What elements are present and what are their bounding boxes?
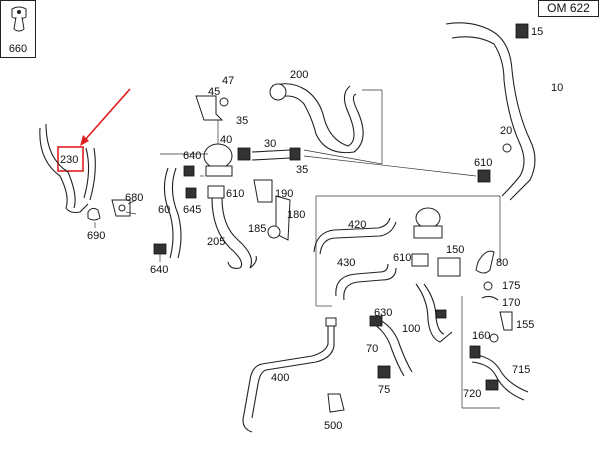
clip-20 [502, 143, 512, 153]
label-150: 150 [446, 244, 464, 256]
sensor-190 [253, 179, 273, 203]
valve-150 [437, 257, 461, 277]
hose-715 [469, 353, 529, 401]
clamp-640a [153, 243, 167, 255]
hose-30 [251, 149, 291, 161]
clamp-640b [183, 165, 195, 177]
hose-70 [369, 317, 413, 377]
label-70: 70 [366, 343, 378, 355]
label-430: 430 [337, 257, 355, 269]
clip-35b [289, 147, 301, 161]
label-160: 160 [472, 330, 490, 342]
label-175: 175 [502, 280, 520, 292]
label-720: 720 [463, 388, 481, 400]
label-690: 690 [87, 230, 105, 242]
label-100: 100 [402, 323, 420, 335]
label-640b: 640 [183, 150, 201, 162]
clamp-645 [185, 187, 197, 199]
engine-code-box: OM 622 [538, 0, 599, 17]
label-80: 80 [496, 257, 508, 269]
clip-170 [481, 295, 499, 301]
label-170: 170 [502, 297, 520, 309]
inset-label: 660 [8, 43, 28, 55]
label-205: 205 [207, 236, 225, 248]
label-230: 230 [60, 154, 78, 166]
hose-100 [415, 283, 453, 343]
clip-610b [477, 169, 491, 183]
bracket-45 [195, 95, 224, 121]
label-200: 200 [290, 69, 308, 81]
hose-10 [445, 22, 536, 201]
hose-230b [83, 147, 96, 201]
label-30: 30 [264, 138, 276, 150]
label-640a: 640 [150, 264, 168, 276]
clip-160 [489, 333, 499, 343]
hose-230 [39, 123, 76, 209]
bracket-155 [499, 311, 513, 331]
label-20: 20 [500, 125, 512, 137]
label-35b: 35 [296, 164, 308, 176]
label-185: 185 [248, 223, 266, 235]
label-155: 155 [516, 319, 534, 331]
pump-80 [415, 207, 441, 229]
clip-175 [483, 281, 493, 291]
hose-205 [211, 197, 253, 269]
bolt-47 [219, 97, 229, 107]
highlight-arrow [83, 88, 131, 142]
label-680: 680 [125, 192, 143, 204]
label-400: 400 [271, 372, 289, 384]
label-47: 47 [222, 75, 234, 87]
inset-box: 660 [0, 0, 36, 58]
clip-720 [485, 379, 499, 391]
bolt-185 [267, 225, 281, 239]
label-45: 45 [208, 86, 220, 98]
label-40: 40 [220, 134, 232, 146]
label-75: 75 [378, 384, 390, 396]
clip-690 [87, 207, 101, 221]
label-610c: 610 [393, 252, 411, 264]
engine-code: OM 622 [547, 1, 590, 15]
label-180: 180 [287, 209, 305, 221]
label-500: 500 [324, 420, 342, 432]
label-10: 10 [551, 82, 563, 94]
label-610b: 610 [474, 157, 492, 169]
highlight-arrowhead [80, 135, 89, 146]
label-645: 645 [183, 204, 201, 216]
hose-420 [313, 217, 397, 255]
bracket-500 [327, 393, 345, 413]
label-420: 420 [348, 219, 366, 231]
connector-610a [207, 185, 225, 199]
highlight-box [57, 146, 84, 172]
label-60: 60 [158, 204, 170, 216]
clip-35a [237, 147, 251, 161]
clip-icon [11, 6, 27, 32]
hose-200 [271, 83, 364, 154]
label-715: 715 [512, 364, 530, 376]
hose-430 [335, 263, 397, 301]
sensor-15 [515, 23, 529, 39]
label-15: 15 [531, 26, 543, 38]
label-630: 630 [374, 307, 392, 319]
tube-400 [242, 324, 335, 433]
label-610a: 610 [226, 188, 244, 200]
clip-630 [369, 315, 383, 327]
pump-40 [203, 143, 233, 169]
connector-610c [411, 253, 429, 267]
label-190: 190 [275, 188, 293, 200]
hose-60 [163, 167, 182, 259]
label-35a: 35 [236, 115, 248, 127]
clip-75 [377, 365, 391, 379]
